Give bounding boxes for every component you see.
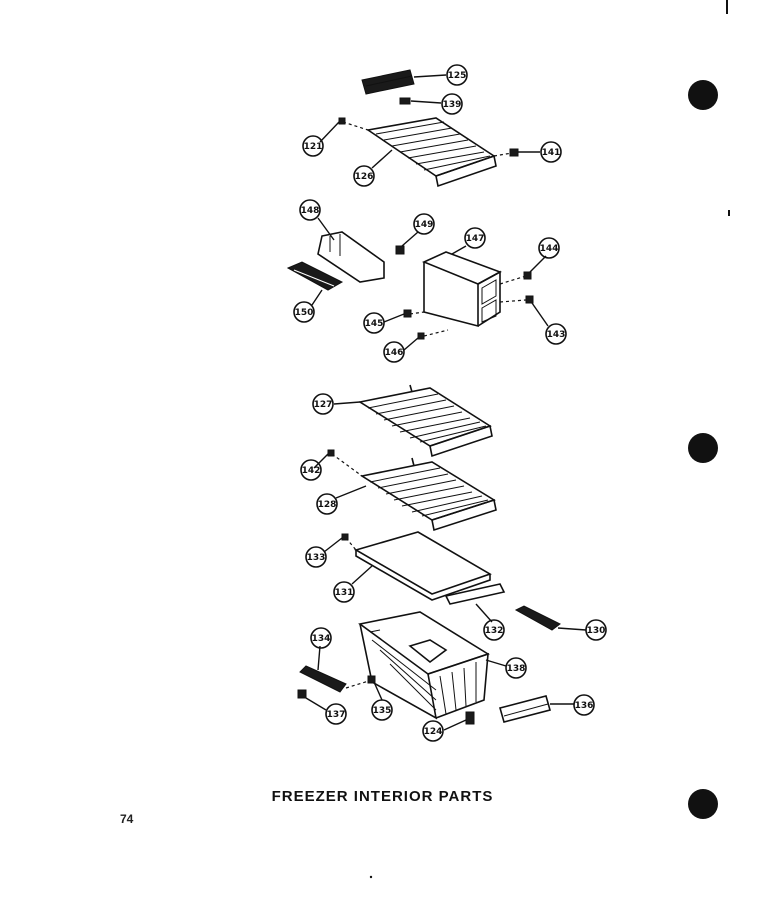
binder-hole-top <box>688 80 718 110</box>
callout-130: 130 <box>585 619 607 641</box>
svg-text:148: 148 <box>301 206 320 216</box>
callout-139: 139 <box>441 93 463 115</box>
callout-145: 145 <box>363 312 385 334</box>
svg-text:145: 145 <box>365 319 384 329</box>
svg-text:143: 143 <box>547 330 566 340</box>
part-132-front-trim <box>444 583 506 605</box>
callout-128: 128 <box>316 493 338 515</box>
callout-141: 141 <box>540 141 562 163</box>
callout-133: 133 <box>305 546 327 568</box>
callout-124: 124 <box>422 720 444 742</box>
svg-text:141: 141 <box>542 148 561 158</box>
callout-150: 150 <box>293 301 315 323</box>
part-139-clip <box>399 97 411 105</box>
callout-121: 121 <box>302 135 324 157</box>
callout-136: 136 <box>573 694 595 716</box>
svg-text:128: 128 <box>318 500 337 510</box>
callout-134: 134 <box>310 627 332 649</box>
callout-148: 148 <box>299 199 321 221</box>
part-127-wire-shelf <box>357 384 493 458</box>
svg-text:121: 121 <box>304 142 323 152</box>
callout-143: 143 <box>545 323 567 345</box>
svg-text:144: 144 <box>540 244 559 254</box>
svg-text:142: 142 <box>302 466 321 476</box>
callout-125: 125 <box>446 64 468 86</box>
callout-138: 138 <box>505 657 527 679</box>
part-126-wire-shelf <box>365 117 497 188</box>
speck <box>369 875 373 879</box>
svg-text:146: 146 <box>385 348 404 358</box>
margin-mark <box>728 210 730 216</box>
svg-text:150: 150 <box>295 308 314 318</box>
callout-144: 144 <box>538 237 560 259</box>
part-138-basket <box>358 611 490 720</box>
svg-text:137: 137 <box>327 710 346 720</box>
callout-142: 142 <box>300 459 322 481</box>
callout-127: 127 <box>312 393 334 415</box>
svg-text:147: 147 <box>466 234 485 244</box>
part-128-wire-shelf <box>359 457 497 532</box>
svg-text:127: 127 <box>314 400 333 410</box>
page-number: 74 <box>120 812 134 826</box>
part-136-trim <box>499 695 551 723</box>
part-134-rail <box>299 665 347 693</box>
part-125-trim <box>361 69 415 95</box>
svg-text:138: 138 <box>507 664 526 674</box>
callout-131: 131 <box>333 581 355 603</box>
diagram-title: FREEZER INTERIOR PARTS <box>271 788 494 805</box>
svg-text:136: 136 <box>575 701 594 711</box>
svg-text:126: 126 <box>355 172 374 182</box>
callout-126: 126 <box>353 165 375 187</box>
svg-text:139: 139 <box>443 100 462 110</box>
binder-hole-bottom <box>688 789 718 819</box>
callout-147: 147 <box>464 227 486 249</box>
svg-text:134: 134 <box>312 634 331 644</box>
part-147-compartment-box <box>421 251 502 328</box>
part-149-rack <box>317 231 385 283</box>
svg-text:130: 130 <box>587 626 606 636</box>
callout-137: 137 <box>325 703 347 725</box>
svg-text:135: 135 <box>373 706 392 716</box>
svg-text:149: 149 <box>415 220 434 230</box>
callout-146: 146 <box>383 341 405 363</box>
part-130-rail <box>514 605 561 631</box>
callout-135: 135 <box>371 699 393 721</box>
svg-text:133: 133 <box>307 553 326 563</box>
callout-132: 132 <box>483 619 505 641</box>
callout-149: 149 <box>413 213 435 235</box>
margin-mark <box>726 0 728 14</box>
part-131-glass-shelf <box>353 531 492 601</box>
part-150-ice-tray <box>286 261 344 291</box>
svg-text:132: 132 <box>485 626 504 636</box>
svg-text:125: 125 <box>448 71 467 81</box>
binder-hole-middle <box>688 433 718 463</box>
svg-text:131: 131 <box>335 588 354 598</box>
svg-text:124: 124 <box>424 727 443 737</box>
